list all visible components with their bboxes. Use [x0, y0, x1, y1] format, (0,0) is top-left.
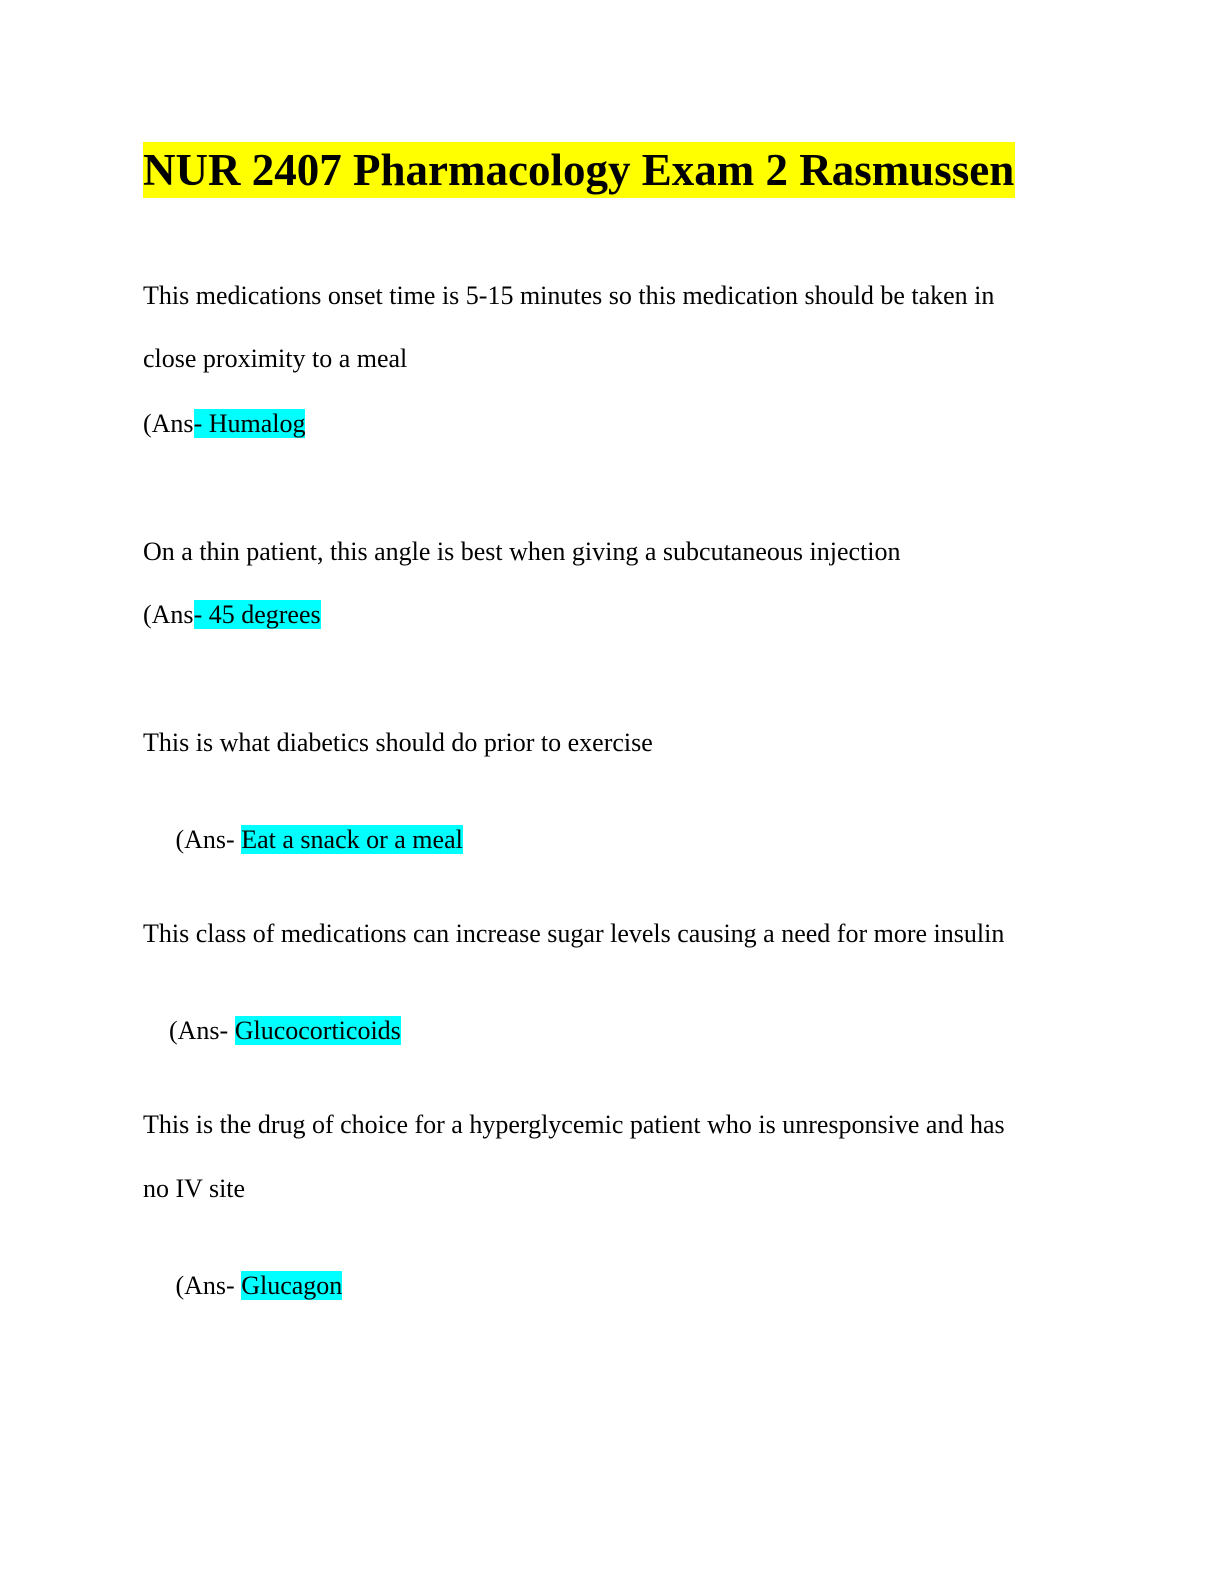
answer-4-prefix: (Ans-	[169, 1016, 235, 1045]
answer-3: (Ans- Eat a snack or a meal	[143, 789, 463, 891]
answer-5: (Ans- Glucagon	[143, 1235, 343, 1337]
question-5-line-1: This is the drug of choice for a hypergl…	[143, 1110, 1005, 1139]
question-5-line-2: no IV site	[143, 1174, 246, 1203]
answer-2-text: - 45 degrees	[193, 600, 321, 629]
question-1-line-1: This medications onset time is 5-15 minu…	[143, 281, 995, 310]
answer-1: (Ans- Humalog	[143, 407, 306, 441]
answer-5-prefix: (Ans-	[169, 1271, 242, 1300]
answer-4-text: Glucocorticoids	[234, 1016, 401, 1045]
document-title-block: NUR 2407 Pharmacology Exam 2 Rasmussen	[143, 142, 1016, 198]
answer-2-prefix: (Ans	[143, 600, 194, 629]
answer-3-prefix: (Ans-	[169, 825, 242, 854]
answer-1-prefix: (Ans	[143, 409, 194, 438]
answer-1-text: - Humalog	[193, 409, 306, 438]
question-1-line-2: close proximity to a meal	[143, 344, 408, 373]
answer-4: (Ans- Glucocorticoids	[143, 980, 401, 1082]
answer-2: (Ans- 45 degrees	[143, 598, 321, 632]
answer-3-text: Eat a snack or a meal	[241, 825, 463, 854]
question-2-line-1: On a thin patient, this angle is best wh…	[143, 537, 901, 566]
question-3-line-1: This is what diabetics should do prior t…	[143, 728, 653, 757]
question-4-line-1: This class of medications can increase s…	[143, 919, 1005, 948]
document-title: NUR 2407 Pharmacology Exam 2 Rasmussen	[143, 142, 1016, 198]
answer-5-text: Glucagon	[241, 1271, 343, 1300]
